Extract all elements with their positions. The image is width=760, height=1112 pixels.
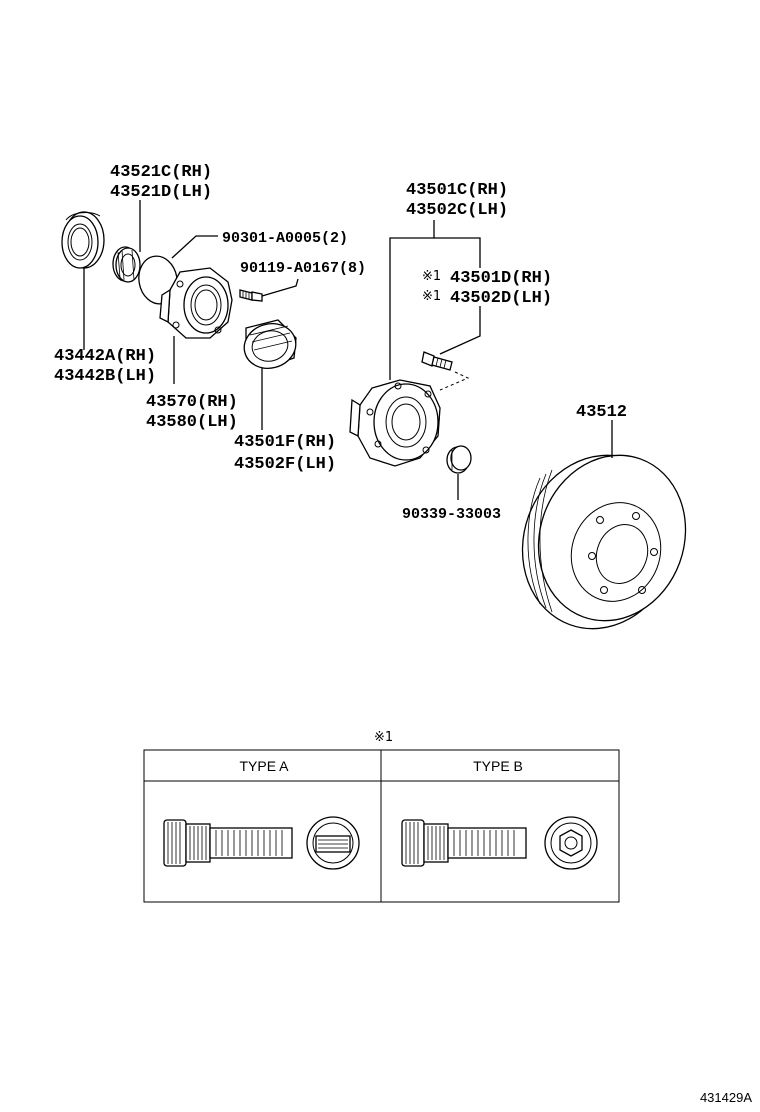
- label-43501c: 43501C(RH): [406, 181, 508, 200]
- label-43501f: 43501F(RH): [234, 433, 336, 452]
- type-b-stud: [401, 819, 527, 867]
- label-43442b: 43442B(LH): [54, 367, 156, 386]
- label-43502f: 43502F(LH): [234, 455, 336, 474]
- front-axle-hub-43501c: [349, 379, 441, 467]
- type-a-header: TYPE A: [239, 758, 289, 774]
- bearing-43521: [112, 246, 141, 283]
- note-mark-2: ※1: [422, 289, 441, 304]
- axle-hub-43570: [159, 267, 233, 339]
- brake-disc-43512: [521, 454, 687, 630]
- label-43442a: 43442A(RH): [54, 347, 156, 366]
- grease-cap-90339: [446, 445, 472, 474]
- note-mark-1: ※1: [422, 269, 441, 284]
- label-90339: 90339-33003: [402, 506, 501, 523]
- label-43570: 43570(RH): [146, 393, 238, 412]
- label-43502d: 43502D(LH): [450, 289, 552, 308]
- label-90119: 90119-A0167(8): [240, 260, 366, 277]
- bearing-43501f: [243, 319, 297, 369]
- label-43580: 43580(LH): [146, 413, 238, 432]
- label-90301: 90301-A0005(2): [222, 230, 348, 247]
- type-a-nut: [306, 816, 360, 870]
- oil-seal-43442: [61, 211, 105, 269]
- type-a-stud: [163, 819, 293, 867]
- label-43512: 43512: [576, 403, 627, 422]
- type-b-nut: [544, 816, 598, 870]
- label-43521c: 43521C(RH): [110, 163, 212, 182]
- label-43502c: 43502C(LH): [406, 201, 508, 220]
- bolt-90119: [239, 289, 263, 302]
- label-43521d: 43521D(LH): [110, 183, 212, 202]
- label-43501d: 43501D(RH): [450, 269, 552, 288]
- type-table: [143, 749, 620, 903]
- hub-bolt-43501d: [421, 351, 470, 391]
- figure-id: 431429A: [700, 1090, 752, 1105]
- leader-lines: [83, 200, 613, 500]
- table-note-mark: ※1: [374, 730, 393, 745]
- type-b-header: TYPE B: [473, 758, 523, 774]
